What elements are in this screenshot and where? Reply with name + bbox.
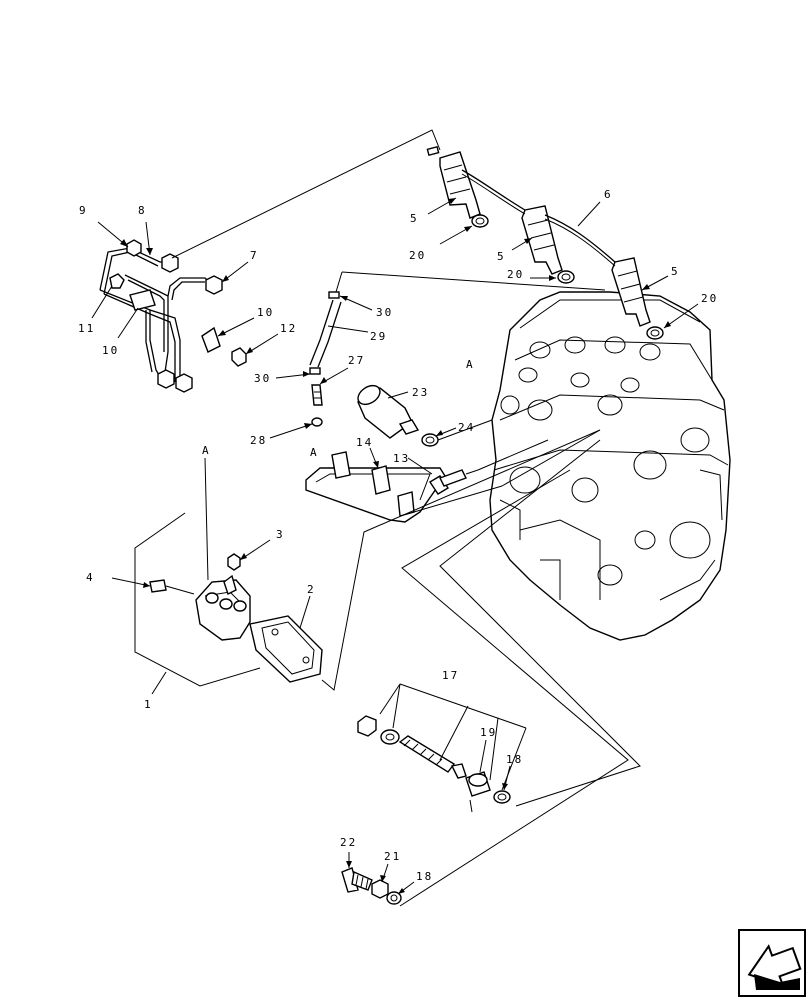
callout-18-lower: 18 xyxy=(416,870,433,883)
callout-4: 4 xyxy=(86,571,95,584)
next-page-arrow-icon[interactable] xyxy=(738,929,806,997)
pump-nut-3 xyxy=(227,553,241,571)
callout-10-right: 10 xyxy=(257,306,274,319)
callout-8: 8 xyxy=(138,204,147,217)
leader-glowplug-to-block xyxy=(477,439,549,471)
callout-12: 12 xyxy=(280,322,297,335)
banjo-fitting xyxy=(311,384,323,406)
callout-A-pump: A xyxy=(202,444,211,457)
pipe-nut-9 xyxy=(126,239,142,257)
callout-22: 22 xyxy=(340,836,357,849)
callout-19: 19 xyxy=(480,726,497,739)
callout-18-upper: 18 xyxy=(506,753,523,766)
callout-3: 3 xyxy=(276,528,285,541)
shaft-washer xyxy=(380,729,400,745)
injector-washer-2 xyxy=(557,270,575,284)
fuel-injector-left xyxy=(426,145,481,219)
fuel-filter xyxy=(357,384,420,439)
pipe-nut-7 xyxy=(205,275,223,295)
callout-21: 21 xyxy=(384,850,401,863)
bolt-22 xyxy=(341,867,373,893)
callout-2: 2 xyxy=(307,583,316,596)
leader-pipe-to-injector xyxy=(171,129,441,259)
callout-29: 29 xyxy=(370,330,387,343)
leader-gasket-to-block xyxy=(321,429,601,691)
callout-27: 27 xyxy=(348,354,365,367)
callout-14: 14 xyxy=(356,436,373,449)
hose-clip-bottom xyxy=(309,367,321,375)
hose-clip-top xyxy=(328,291,340,299)
injection-pump xyxy=(195,574,251,641)
injector-washer-3 xyxy=(646,326,664,340)
clamp-nut-12 xyxy=(231,347,247,367)
pump-bolt-4 xyxy=(149,579,167,593)
callout-23: 23 xyxy=(412,386,429,399)
callout-7: 7 xyxy=(250,249,259,262)
leader-routing-outer xyxy=(399,469,629,907)
callout-30-top: 30 xyxy=(376,306,393,319)
callout-20-middle: 20 xyxy=(507,268,524,281)
group-bracket-17 xyxy=(379,683,527,791)
leader-routing-inner xyxy=(439,439,641,807)
injector-washer-1 xyxy=(471,214,489,228)
callout-20-left: 20 xyxy=(409,249,426,262)
bushing-19 xyxy=(465,771,491,813)
fuel-injector-middle xyxy=(521,205,563,275)
threaded-shaft xyxy=(398,735,467,779)
leak-off-pipe xyxy=(461,169,616,263)
callout-6: 6 xyxy=(604,188,613,201)
callout-20-right: 20 xyxy=(701,292,718,305)
nut-21 xyxy=(371,879,389,899)
injection-pipes xyxy=(99,247,213,387)
callout-30-bottom: 30 xyxy=(254,372,271,385)
pipe-nut-lower-2 xyxy=(175,373,193,393)
leader-bracket xyxy=(413,429,601,513)
callout-11: 11 xyxy=(78,322,95,335)
callout-10-left: 10 xyxy=(102,344,119,357)
callout-28: 28 xyxy=(250,434,267,447)
leader-hose-to-injector xyxy=(341,271,606,291)
pipe-nut-lower-1 xyxy=(157,369,175,389)
pipe-nut-8 xyxy=(161,253,179,273)
pipe-nut-11 xyxy=(109,273,125,289)
callout-17: 17 xyxy=(442,669,459,682)
fuel-hose xyxy=(309,299,334,366)
pump-gasket xyxy=(249,615,323,683)
callout-labels: 9 8 7 11 10 10 12 5 5 5 6 20 20 20 30 30… xyxy=(78,188,718,883)
fuel-injector-right xyxy=(611,257,651,327)
engine-block xyxy=(489,291,731,641)
pipe-clamp-right xyxy=(201,326,221,353)
group-bracket-1 xyxy=(134,512,261,687)
callout-leaders xyxy=(91,197,699,895)
callout-5-right: 5 xyxy=(671,265,680,278)
callout-9: 9 xyxy=(79,204,88,217)
leader-A-pump xyxy=(204,457,209,581)
leader-filter-to-block xyxy=(437,419,493,441)
sealing-washer-28 xyxy=(311,417,323,427)
callout-1: 1 xyxy=(144,698,153,711)
callout-24: 24 xyxy=(458,421,475,434)
shaft-nut xyxy=(357,715,377,737)
callout-5-left: 5 xyxy=(410,212,419,225)
washer-18-upper xyxy=(493,790,511,804)
callout-A-block: A xyxy=(466,358,475,371)
callout-5-middle: 5 xyxy=(497,250,506,263)
callout-13: 13 xyxy=(393,452,410,465)
mounting-bracket xyxy=(305,451,446,523)
filter-washer-24 xyxy=(421,433,439,447)
callout-A-hose: A xyxy=(310,446,319,459)
washer-18-lower xyxy=(386,891,402,905)
glow-plug xyxy=(429,469,479,495)
pipe-clamp xyxy=(129,289,156,311)
